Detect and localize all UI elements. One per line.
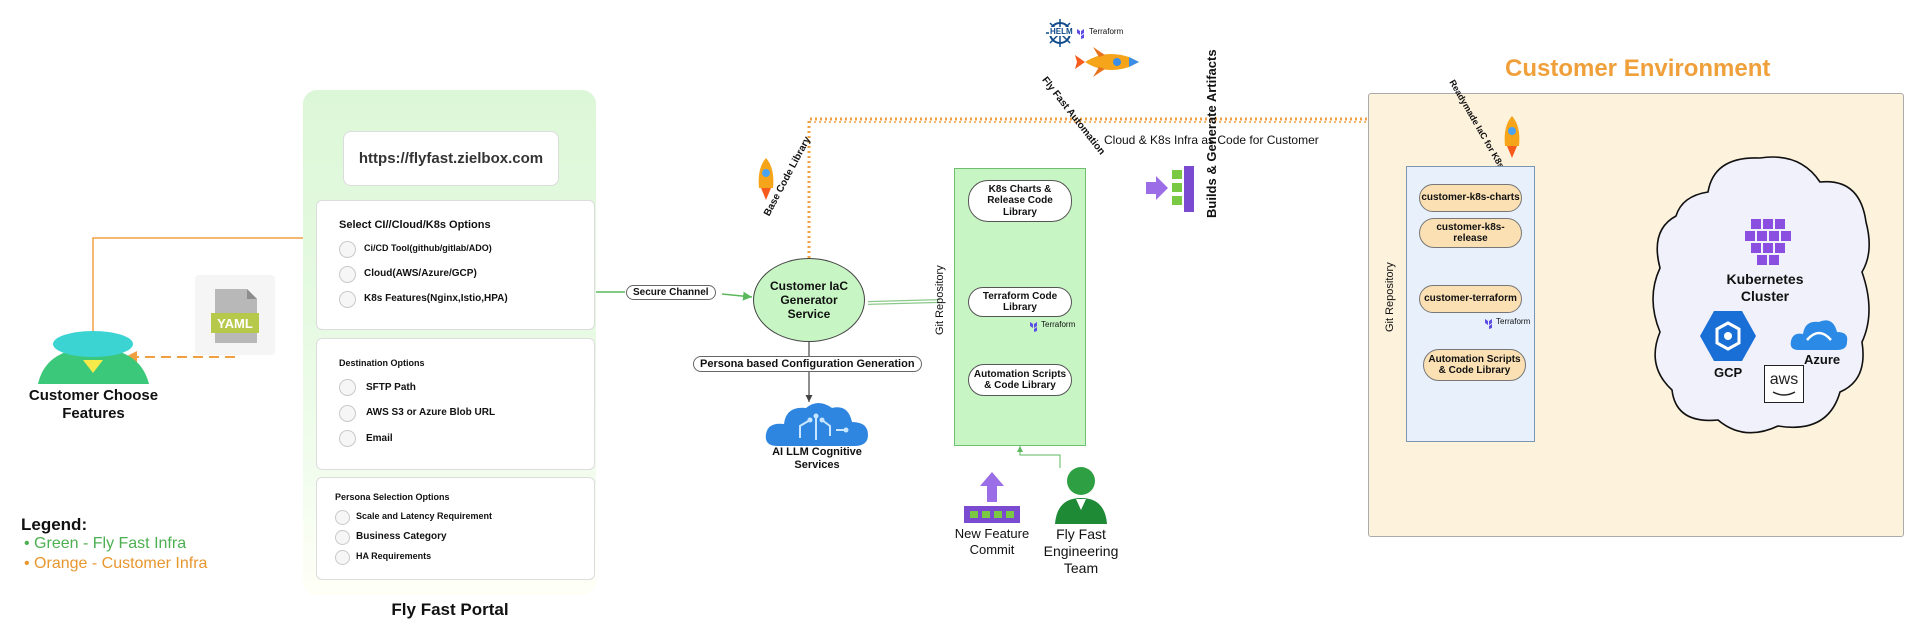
new-feature-commit-icon: [964, 472, 1020, 524]
new-feature-label: New Feature Commit: [954, 526, 1030, 557]
ci-section-title: Select CI//Cloud/K8s Options: [339, 219, 491, 231]
ci-option-radio-k8s[interactable]: [339, 291, 356, 308]
customer-item-k8s-charts[interactable]: customer-k8s-charts: [1419, 184, 1522, 212]
kubernetes-icon: [1739, 219, 1797, 269]
secure-to-generator-line: [721, 291, 753, 301]
destination-option-email: Email: [366, 433, 393, 444]
aws-icon: aws: [1764, 365, 1804, 403]
repo-item-terraform[interactable]: Terraform Code Library: [968, 287, 1072, 317]
ci-option-k8s: K8s Features(Nginx,Istio,HPA): [364, 293, 508, 304]
automation-rocket-icon: [1075, 45, 1141, 79]
customer-item-automation[interactable]: Automation Scripts & Code Library: [1423, 349, 1526, 381]
fly-fast-repo-label: Git Repository: [934, 265, 946, 335]
engineering-team-label: Fly Fast Engineering Team: [1043, 526, 1119, 576]
terraform-top-icon: [1077, 26, 1087, 39]
legend-item-green: • Green - Fly Fast Infra: [24, 535, 187, 552]
customer-rocket-icon: [1502, 116, 1522, 160]
ai-cloud-icon: [764, 400, 870, 448]
engineering-team-icon: [1055, 466, 1107, 524]
customer-repo-label: Git Repository: [1384, 262, 1396, 332]
customer-terraform-badge: Terraform: [1496, 317, 1531, 326]
customer-avatar-icon: [36, 330, 151, 386]
ci-option-cloud: Cloud(AWS/Azure/GCP): [364, 268, 477, 279]
azure-icon: [1789, 314, 1849, 354]
portal-title: Fly Fast Portal: [391, 600, 509, 619]
persona-radio-ha[interactable]: [335, 550, 350, 565]
ci-option-radio-cicd[interactable]: [339, 241, 356, 258]
builds-artifacts-text: Builds & Generate Artifacts: [1204, 49, 1219, 218]
customer-item-k8s-release[interactable]: customer-k8s-release: [1419, 218, 1522, 248]
azure-label: Azure: [1804, 352, 1841, 367]
customer-label: Customer Choose Features: [28, 387, 159, 422]
portal-url-box[interactable]: https://flyfast.zielbox.com: [343, 131, 559, 186]
destination-option-sftp: SFTP Path: [366, 382, 416, 393]
ai-services-label: AI LLM Cognitive Services: [772, 446, 862, 471]
customer-env-title: Customer Environment: [1505, 55, 1771, 82]
yaml-file-icon: YAML: [195, 275, 275, 355]
yaml-label: YAML: [217, 316, 253, 331]
legend-item-orange: • Orange - Customer Infra: [24, 555, 208, 572]
persona-options-card: Persona Selection Options Scale and Late…: [316, 477, 595, 580]
persona-option-ha: HA Requirements: [356, 551, 432, 561]
customer-to-portal-line: [92, 233, 312, 333]
destination-section-title: Destination Options: [339, 358, 425, 368]
legend-title: Legend:: [21, 515, 88, 534]
generator-service-node[interactable]: Customer IaC Generator Service: [753, 258, 865, 342]
persona-option-business: Business Category: [356, 531, 447, 542]
persona-config-tag: Persona based Configuration Generation: [693, 356, 922, 372]
destination-option-s3: AWS S3 or Azure Blob URL: [366, 407, 496, 418]
builds-artifacts-label: Builds & Generate Artifacts: [1204, 49, 1219, 218]
repo-terraform-badge-icon: [1030, 319, 1040, 332]
persona-radio-scale[interactable]: [335, 510, 350, 525]
helm-label: HELM: [1049, 27, 1074, 36]
ci-option-radio-cloud[interactable]: [339, 266, 356, 283]
customer-item-terraform[interactable]: customer-terraform: [1419, 285, 1522, 313]
persona-option-scale: Scale and Latency Requirement: [356, 511, 493, 521]
automation-dotted-line: [807, 117, 1472, 258]
destination-radio-sftp[interactable]: [339, 379, 356, 396]
kubernetes-label: Kubernetes Cluster: [1726, 271, 1804, 304]
repo-item-k8s-charts[interactable]: K8s Charts & Release Code Library: [968, 180, 1072, 222]
persona-section-title: Persona Selection Options: [335, 492, 450, 502]
portal-url[interactable]: https://flyfast.zielbox.com: [358, 150, 544, 167]
destination-radio-s3[interactable]: [339, 405, 356, 422]
terraform-top-label: Terraform: [1089, 27, 1124, 36]
aws-label: aws: [1769, 371, 1799, 388]
ci-options-card: Select CI//Cloud/K8s Options Ci/CD Tool(…: [316, 200, 595, 330]
cloud-infra-label: Cloud & K8s Infra as Code for Customer: [1104, 133, 1319, 147]
persona-radio-business[interactable]: [335, 530, 350, 545]
base-code-rocket-icon: [755, 158, 777, 202]
destination-options-card: Destination Options SFTP Path AWS S3 or …: [316, 338, 595, 470]
repo-terraform-badge: Terraform: [1041, 320, 1076, 329]
gcp-label: GCP: [1714, 365, 1743, 380]
gcp-icon: [1699, 309, 1757, 363]
ci-option-cicd: Ci/CD Tool(github/gitlab/ADO): [364, 243, 492, 253]
builds-artifacts-icon: [1146, 166, 1202, 214]
destination-radio-email[interactable]: [339, 430, 356, 447]
repo-item-automation[interactable]: Automation Scripts & Code Library: [968, 364, 1072, 396]
customer-terraform-badge-icon: [1485, 316, 1495, 329]
generator-service-label: Customer IaC Generator Service: [769, 279, 849, 321]
secure-channel-tag: Secure Channel: [626, 285, 716, 300]
cluster-cloud-shape: [1652, 156, 1870, 434]
team-to-repo-line: [1017, 446, 1061, 468]
